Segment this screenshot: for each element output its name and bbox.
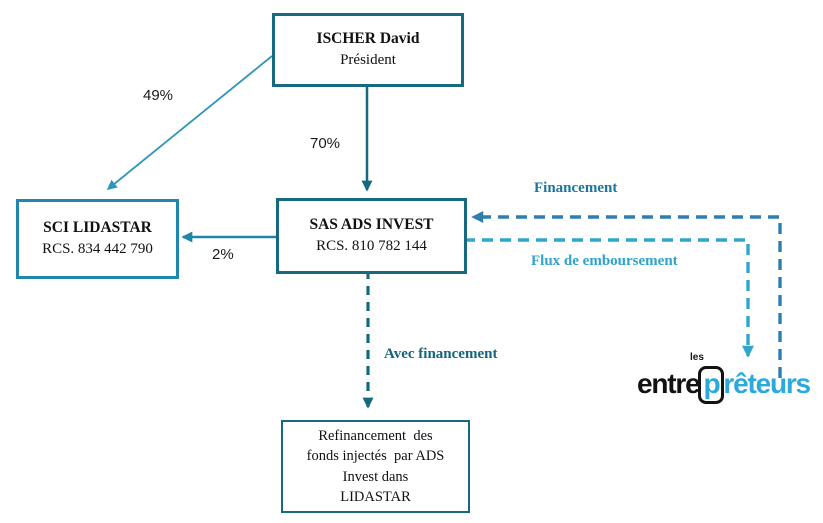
label-pct-49: 49% [143,87,174,104]
arrow-ischer-to-sci-49pct [106,55,273,190]
arrow-flux-remboursement-sas-to-lender [464,238,754,358]
box-ischer-subtitle: Président [340,52,396,69]
label-flux-remboursement: Flux de emboursement [531,253,678,269]
logo-entre-text: entre [637,368,701,399]
box-sci-title: SCI LIDASTAR [43,219,152,237]
box-ischer-title: ISCHER David [316,30,420,48]
box-refinancement: Refinancement des fonds injectés par ADS… [281,420,470,513]
box-ischer-david: ISCHER David Président [272,13,464,87]
logo-preteurs-text: rêteurs [723,368,811,399]
logo-les-text: les [690,352,704,363]
logo-p-bracket: p [698,366,725,404]
label-pct-70: 70% [310,135,341,152]
arrow-financement-lender-to-sas [471,211,782,378]
box-sas-subtitle: RCS. 810 782 144 [316,238,427,255]
box-sas-title: SAS ADS INVEST [309,216,434,234]
label-avec-financement: Avec financement [384,346,498,362]
label-pct-2: 2% [212,246,234,263]
box-sas-ads-invest: SAS ADS INVEST RCS. 810 782 144 [276,198,467,274]
box-sci-lidastar: SCI LIDASTAR RCS. 834 442 790 [16,199,179,279]
box-refinancement-text: Refinancement des fonds injectés par ADS… [306,427,445,505]
box-sci-subtitle: RCS. 834 442 790 [42,241,153,258]
label-financement: Financement [534,180,618,196]
